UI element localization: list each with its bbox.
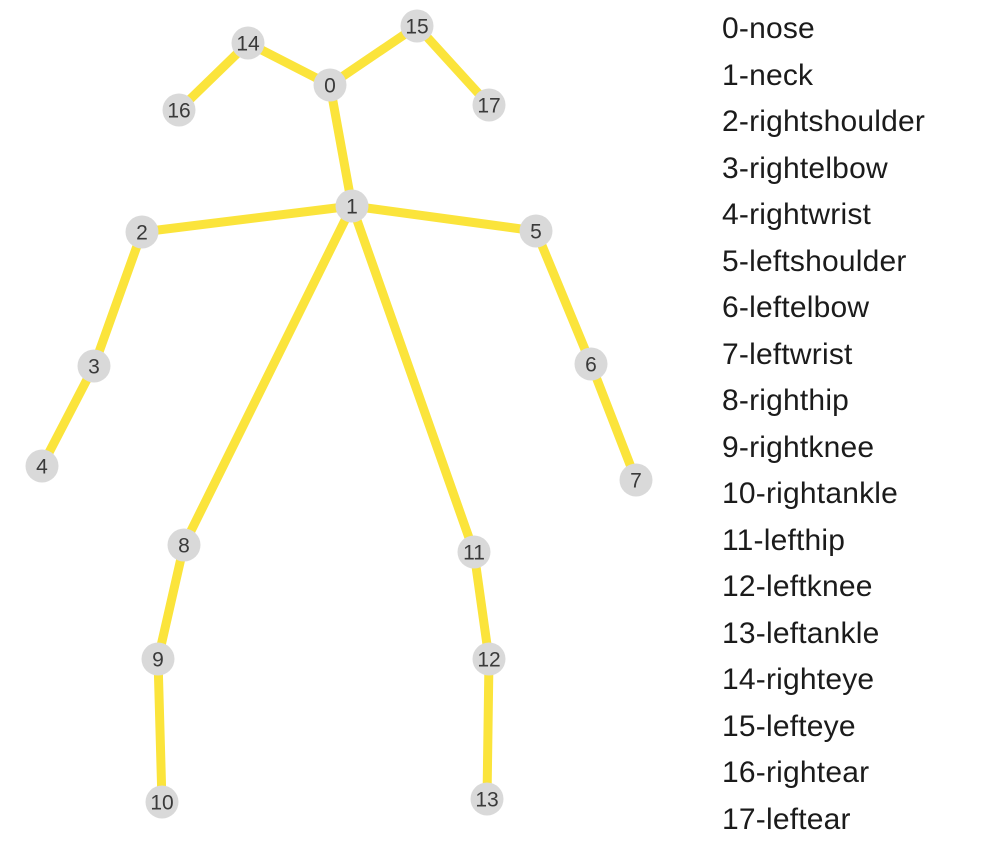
keypoint-node-17: 17 xyxy=(472,88,506,122)
skeleton-edge-0-1 xyxy=(325,80,357,211)
keypoint-legend: 0-nose 1-neck 2-rightshoulder 3-rightelb… xyxy=(722,6,925,843)
skeleton-edge-5-6 xyxy=(531,226,596,369)
skeleton-edge-1-2 xyxy=(137,201,357,237)
keypoint-circle-5 xyxy=(519,214,553,248)
keypoint-circle-10 xyxy=(145,785,179,819)
skeleton-edge-1-11 xyxy=(347,201,479,557)
legend-item-9: 9-rightknee xyxy=(722,430,875,464)
keypoint-label-9: 9 xyxy=(152,649,164,672)
keypoint-circle-0 xyxy=(313,68,347,102)
keypoint-circle-16 xyxy=(162,93,196,127)
legend-item-15: 15-lefteye xyxy=(722,709,856,743)
keypoint-node-3: 3 xyxy=(77,349,111,383)
keypoint-label-7: 7 xyxy=(630,470,642,493)
keypoint-node-0: 0 xyxy=(313,68,347,102)
legend-item-6: 6-leftelbow xyxy=(722,291,870,324)
legend-item-7: 7-leftwrist xyxy=(722,337,853,371)
keypoint-label-0: 0 xyxy=(324,75,336,98)
keypoint-label-17: 17 xyxy=(477,95,500,118)
keypoint-node-1: 1 xyxy=(335,189,369,223)
keypoint-label-2: 2 xyxy=(136,222,148,245)
keypoint-circle-12 xyxy=(472,642,506,676)
keypoint-circle-1 xyxy=(335,189,369,223)
legend-item-0: 0-nose xyxy=(722,12,815,45)
legend-item-5: 5-leftshoulder xyxy=(722,244,907,278)
keypoint-label-13: 13 xyxy=(475,789,498,812)
keypoint-circle-8 xyxy=(167,528,201,562)
legend-item-11: 11-lefthip xyxy=(722,523,846,557)
keypoint-circle-6 xyxy=(574,347,608,381)
keypoint-label-4: 4 xyxy=(36,456,48,479)
legend-item-16: 16-rightear xyxy=(722,756,870,789)
keypoint-label-15: 15 xyxy=(405,16,428,39)
keypoint-label-8: 8 xyxy=(178,535,190,558)
keypoint-circle-13 xyxy=(470,782,504,816)
keypoint-circle-7 xyxy=(619,463,653,497)
keypoint-circle-15 xyxy=(400,9,434,43)
skeleton-edge-11-12 xyxy=(469,547,494,664)
keypoint-label-11: 11 xyxy=(463,542,485,565)
skeleton-edge-8-9 xyxy=(153,540,189,664)
legend-item-8: 8-righthip xyxy=(722,384,850,417)
keypoint-node-2: 2 xyxy=(125,215,159,249)
keypoint-label-12: 12 xyxy=(477,649,500,672)
keypoint-circle-3 xyxy=(77,349,111,383)
keypoint-node-13: 13 xyxy=(470,782,504,816)
skeleton-edge-3-4 xyxy=(37,361,99,471)
keypoint-label-5: 5 xyxy=(530,221,542,244)
keypoint-node-10: 10 xyxy=(145,785,179,819)
keypoint-circle-11 xyxy=(457,535,491,569)
keypoint-node-4: 4 xyxy=(25,449,59,483)
legend-item-14: 14-righteye xyxy=(722,663,875,696)
legend-item-10: 10-rightankle xyxy=(722,477,899,510)
skeleton-edge-1-8 xyxy=(179,201,357,550)
keypoint-node-12: 12 xyxy=(472,642,506,676)
keypoint-circle-14 xyxy=(231,26,265,60)
keypoint-label-3: 3 xyxy=(88,356,100,379)
keypoint-circle-4 xyxy=(25,449,59,483)
keypoint-label-10: 10 xyxy=(150,792,173,815)
keypoint-node-15: 15 xyxy=(400,9,434,43)
keypoint-circle-9 xyxy=(141,642,175,676)
skeleton-edge-12-13 xyxy=(482,654,494,804)
keypoint-node-11: 11 xyxy=(457,535,491,569)
legend-item-4: 4-rightwrist xyxy=(722,198,872,231)
skeleton-edge-15-17 xyxy=(412,21,494,110)
keypoint-circle-2 xyxy=(125,215,159,249)
keypoint-label-14: 14 xyxy=(236,33,260,56)
legend-item-1: 1-neck xyxy=(722,58,814,92)
legend-item-3: 3-rightelbow xyxy=(722,151,888,185)
keypoint-circle-17 xyxy=(472,88,506,122)
keypoint-node-16: 16 xyxy=(162,93,196,127)
legend-item-13: 13-leftankle xyxy=(722,616,880,650)
keypoint-node-9: 9 xyxy=(141,642,175,676)
keypoint-node-7: 7 xyxy=(619,463,653,497)
skeleton-edge-2-3 xyxy=(89,227,147,371)
legend-item-12: 12-leftknee xyxy=(722,570,873,603)
keypoint-label-16: 16 xyxy=(167,100,190,123)
skeleton-edge-6-7 xyxy=(586,359,641,485)
keypoint-node-14: 14 xyxy=(231,26,265,60)
keypoint-label-1: 1 xyxy=(346,196,358,219)
keypoint-node-8: 8 xyxy=(167,528,201,562)
keypoint-node-6: 6 xyxy=(574,347,608,381)
skeleton-edge-0-15 xyxy=(325,21,422,90)
keypoint-label-6: 6 xyxy=(585,354,597,377)
legend-item-17: 17-leftear xyxy=(722,802,851,836)
legend-item-2: 2-rightshoulder xyxy=(722,105,926,138)
keypoint-node-5: 5 xyxy=(519,214,553,248)
skeleton-edge-1-5 xyxy=(347,201,541,236)
skeleton-edge-9-10 xyxy=(153,654,167,807)
